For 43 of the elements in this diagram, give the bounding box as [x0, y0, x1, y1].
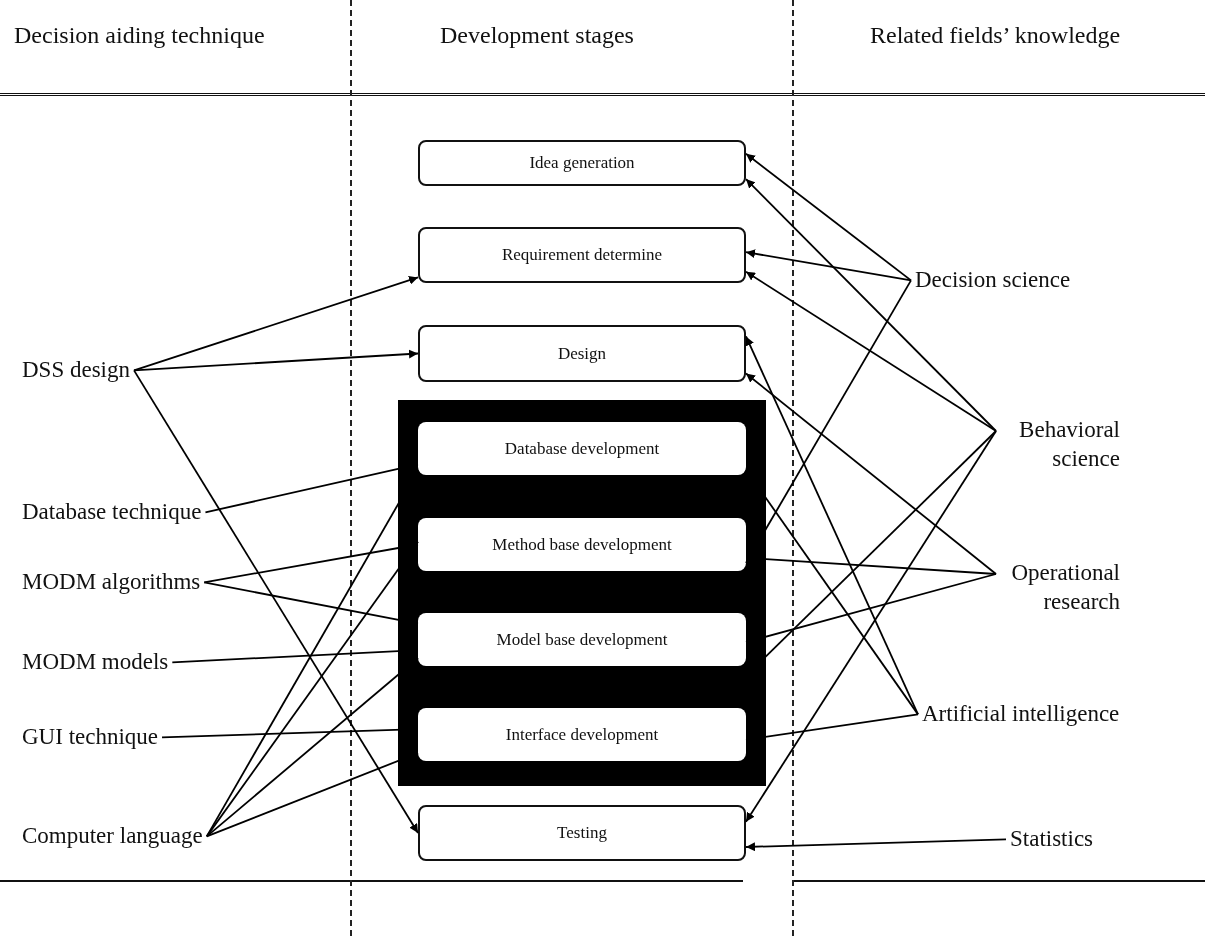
column-heading: Decision aiding technique [14, 22, 265, 49]
stage-box: Method base development [418, 518, 746, 571]
connector-arrow [745, 430, 997, 823]
connector-arrow [745, 270, 997, 432]
technique-label: GUI technique [22, 723, 159, 752]
stage-box: Design [418, 325, 746, 382]
connector-line [745, 573, 997, 644]
connector-arrow [745, 249, 912, 282]
connector-line [745, 713, 919, 741]
connector-arrow [133, 369, 419, 834]
connector-arrow [745, 178, 997, 432]
stage-box: Interface development [418, 708, 746, 761]
column-heading: Related fields’ knowledge [870, 22, 1121, 49]
stage-box: Requirement determine [418, 227, 746, 283]
connector-line [203, 581, 419, 625]
connector-arrow [133, 349, 419, 372]
technique-label: Database technique [22, 498, 202, 527]
field-label: Statistics [1010, 825, 1094, 854]
connector-arrow [745, 152, 912, 282]
connector-line [745, 468, 919, 716]
stage-box: Testing [418, 805, 746, 861]
technique-label: MODM algorithms [22, 568, 201, 597]
technique-label: Computer language [22, 822, 203, 851]
module-panel [398, 400, 766, 786]
connector-line [203, 543, 419, 584]
stage-box: Database development [418, 422, 746, 475]
stage-box: Idea generation [418, 140, 746, 186]
connector-arrow [745, 372, 997, 575]
field-label: Operational research [1000, 559, 1120, 617]
connector-arrow [745, 838, 1007, 852]
technique-label: DSS design [22, 356, 130, 385]
stage-box: Model base development [418, 613, 746, 666]
connector-arrow [745, 335, 919, 716]
field-label: Behavioral science [1000, 416, 1120, 474]
connector-line [745, 279, 912, 564]
connector-line [205, 657, 419, 838]
field-label: Decision science [915, 266, 1071, 295]
column-heading: Development stages [440, 22, 634, 49]
connector-line [205, 752, 419, 838]
technique-label: MODM models [22, 648, 169, 677]
connector-line [205, 540, 419, 838]
field-label: Artificial intelligence [922, 700, 1120, 729]
connector-line [204, 463, 419, 514]
